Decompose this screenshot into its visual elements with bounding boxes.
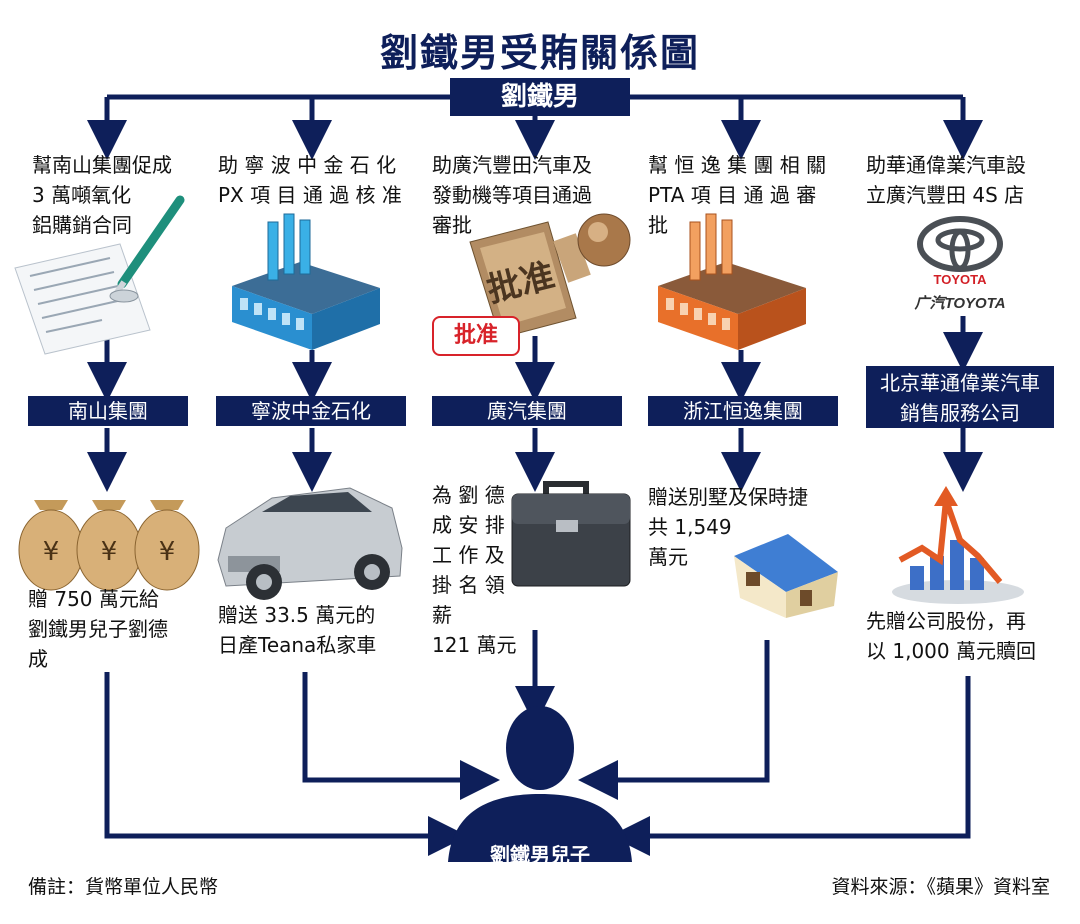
col1-result-line: 成 [28, 647, 48, 671]
col3-result-line: 成 安 排 [432, 513, 505, 537]
col2-result: 贈送 33.5 萬元的 日產Teana私家車 [218, 600, 418, 660]
svg-text:¥: ¥ [43, 537, 60, 567]
house-icon [734, 534, 838, 618]
car-icon [217, 487, 403, 600]
col3-desc-line: 助廣汽豐田汽車及 [432, 153, 592, 177]
col1-desc-line: 3 萬噸氧化 [32, 183, 132, 207]
col4-result: 贈送別墅及保時捷 共 1,549 萬元 [648, 482, 848, 572]
col4-result-line: 共 1,549 [648, 515, 732, 539]
col3-result-line: 為 劉 德 [432, 483, 505, 507]
company-band-line: 北京華通偉業汽車 [880, 371, 1040, 395]
currency-note: 備註：貨幣單位人民幣 [28, 876, 219, 898]
col5-desc-line: 助華通偉業汽車設 [866, 153, 1026, 177]
col4-desc-line: 批 [648, 213, 668, 237]
col2-description: 助 寧 波 中 金 石 化 PX 項 目 通 過 核 准 [218, 150, 418, 210]
blue-factory-icon [232, 213, 380, 350]
col5-result-line: 先贈公司股份，再 [866, 609, 1026, 633]
target-label-line: 劉德成 [510, 869, 570, 893]
target-label-line: 劉鐵男兒子 [490, 843, 590, 867]
page-title: 劉鐵男受賄關係圖 [379, 30, 700, 75]
gac-toyota-text: 广汽TOYOTA [914, 295, 1006, 312]
approval-stamp-icon: 批准 [469, 213, 631, 339]
company-band-huatong: 北京華通偉業汽車 銷售服務公司 [866, 366, 1054, 428]
source-note: 資料來源：《蘋果》資料室 [831, 876, 1050, 898]
flow-col4-to-target [578, 640, 770, 800]
col2-result-line: 贈送 33.5 萬元的 [218, 603, 376, 627]
col1-result-line: 劉鐵男兒子劉德 [28, 617, 168, 641]
company-band-hengyi: 浙江恒逸集團 [648, 396, 838, 426]
col5-description: 助華通偉業汽車設 立廣汽豐田 4S 店 [866, 150, 1071, 210]
approval-stamp-label: 批准 [432, 316, 520, 356]
col2-desc-line: PX 項 目 通 過 核 准 [218, 183, 402, 207]
orange-factory-icon [658, 213, 806, 350]
col3-desc-line: 審批 [432, 213, 472, 237]
col5-result: 先贈公司股份，再 以 1,000 萬元贖回 [866, 606, 1071, 666]
col5-desc-line: 立廣汽豐田 4S 店 [866, 183, 1025, 207]
rising-chart-icon [892, 486, 1024, 604]
money-bags-icon: ¥ ¥ ¥ [18, 500, 200, 591]
company-band-gac: 廣汽集團 [432, 396, 622, 426]
flow-col5-to-target [610, 676, 971, 856]
col3-result: 為 劉 德 成 安 排 工 作 及 掛 名 領 薪 121 萬元 [432, 480, 522, 660]
person-silhouette-icon [448, 706, 632, 862]
col4-description: 幫 恒 逸 集 團 相 關 PTA 項 目 通 過 審 批 [648, 150, 848, 240]
col3-result-line: 121 萬元 [432, 633, 517, 657]
col1-desc-line: 鋁購銷合同 [32, 213, 132, 237]
col1-result: 贈 750 萬元給 劉鐵男兒子劉德 成 [28, 584, 208, 674]
company-band-ningbo: 寧波中金石化 [216, 396, 406, 426]
col1-desc-line: 幫南山集團促成 [32, 153, 172, 177]
company-band-nanshan: 南山集團 [28, 396, 188, 426]
col1-result-line: 贈 750 萬元給 [28, 587, 159, 611]
col5-result-line: 以 1,000 萬元贖回 [866, 639, 1036, 663]
contract-pen-icon [14, 195, 185, 355]
col4-result-line: 萬元 [648, 545, 688, 569]
toyota-logo-icon [917, 216, 1003, 272]
col4-desc-line: 幫 恒 逸 集 團 相 關 [648, 153, 827, 177]
flow-col2-to-target [302, 672, 500, 800]
col3-desc-line: 發動機等項目通過 [432, 183, 592, 207]
col2-result-line: 日產Teana私家車 [218, 633, 377, 657]
col1-description: 幫南山集團促成 3 萬噸氧化 鋁購銷合同 [32, 150, 202, 240]
col3-result-line: 掛 名 領 薪 [432, 573, 505, 627]
root-person-label: 劉鐵男 [450, 78, 630, 116]
briefcase-icon [511, 481, 631, 587]
svg-text:¥: ¥ [159, 537, 176, 567]
col4-desc-line: PTA 項 目 通 過 審 [648, 183, 817, 207]
svg-text:¥: ¥ [101, 537, 118, 567]
flow-col1-to-target [104, 672, 468, 856]
col4-result-line: 贈送別墅及保時捷 [648, 485, 808, 509]
col3-description: 助廣汽豐田汽車及 發動機等項目通過 審批 [432, 150, 632, 240]
col2-desc-line: 助 寧 波 中 金 石 化 [218, 153, 397, 177]
toyota-brand-text: TOYOTA [933, 272, 987, 287]
target-person-label: 劉鐵男兒子 劉德成 [470, 842, 610, 894]
company-band-line: 銷售服務公司 [900, 401, 1020, 425]
col3-result-line: 工 作 及 [432, 543, 505, 567]
